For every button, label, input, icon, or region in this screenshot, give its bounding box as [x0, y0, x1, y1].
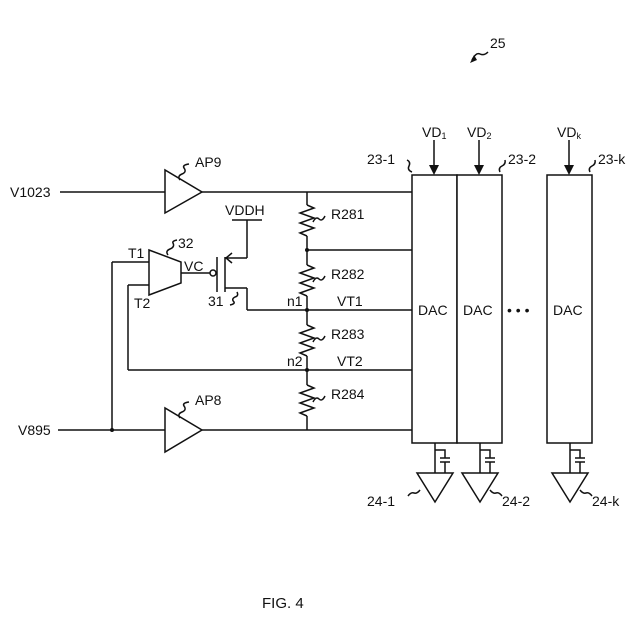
comparator-32	[149, 250, 181, 295]
buffer-label-24-1: 24-1	[367, 493, 395, 509]
vd2-arrow-icon	[474, 165, 484, 175]
dac-ref-leader	[589, 160, 595, 172]
resistor-label-r282: R282	[331, 266, 365, 282]
supply-label-vddh: VDDH	[225, 202, 265, 218]
vd1-arrow-icon	[429, 165, 439, 175]
comparator-output-vc: VC	[184, 258, 203, 274]
r282-leader	[313, 276, 325, 282]
dac-ref-leader	[407, 160, 412, 172]
output-buffer-24-2	[462, 443, 502, 502]
transistor-label-31: 31	[208, 293, 224, 309]
voltage-label-vt2: VT2	[337, 353, 363, 369]
ap9-leader	[179, 164, 189, 180]
node-label-n1: n1	[287, 293, 303, 309]
figure-caption: FIG. 4	[262, 595, 304, 612]
dac-ellipsis: • • •	[507, 302, 530, 318]
comparator-label-32: 32	[178, 235, 194, 251]
resistor-r281	[300, 205, 314, 236]
resistor-r282	[300, 265, 314, 296]
vd1-label: VD1	[422, 124, 446, 141]
comparator-leader	[167, 240, 177, 255]
amplifier-label-ap8: AP8	[195, 392, 222, 408]
amplifier-label-ap9: AP9	[195, 154, 222, 170]
comparator-input-t2: T2	[134, 295, 151, 311]
dac-ref-23-1: 23-1	[367, 151, 395, 167]
input-label-v1023: V1023	[10, 184, 51, 200]
dac-label: DAC	[553, 302, 583, 318]
comparator-input-t1: T1	[128, 245, 145, 261]
resistor-label-r284: R284	[331, 386, 365, 402]
resistor-r284	[300, 385, 314, 416]
vd2-label: VD2	[467, 124, 491, 141]
reference-arrowhead-icon	[470, 55, 477, 63]
dac-ref-leader	[499, 160, 505, 172]
r281-leader	[313, 216, 325, 222]
dac-ref-23-k: 23-k	[598, 151, 626, 167]
figure-reference-number: 25	[490, 35, 506, 51]
buffer-label-24-2: 24-2	[502, 493, 530, 509]
gate-bubble	[210, 270, 216, 276]
dac-ref-23-2: 23-2	[508, 151, 536, 167]
dac-label: DAC	[463, 302, 493, 318]
amplifier-ap8	[165, 408, 202, 452]
buffer-label-24-k: 24-k	[592, 493, 620, 509]
transistor-leader	[230, 292, 238, 305]
input-label-v895: V895	[18, 422, 51, 438]
vdk-label: VDk	[557, 124, 581, 141]
resistor-label-r281: R281	[331, 206, 365, 222]
output-buffer-24-1	[408, 443, 453, 502]
amplifier-ap9	[165, 170, 202, 213]
output-buffer-24-k	[552, 443, 592, 502]
resistor-label-r283: R283	[331, 326, 365, 342]
r283-leader	[313, 336, 325, 342]
voltage-label-vt1: VT1	[337, 293, 363, 309]
node-label-n2: n2	[287, 353, 303, 369]
dac-label: DAC	[418, 302, 448, 318]
vdk-arrow-icon	[564, 165, 574, 175]
r284-leader	[313, 396, 325, 402]
ap8-leader	[179, 402, 189, 418]
resistor-r283	[300, 325, 314, 356]
